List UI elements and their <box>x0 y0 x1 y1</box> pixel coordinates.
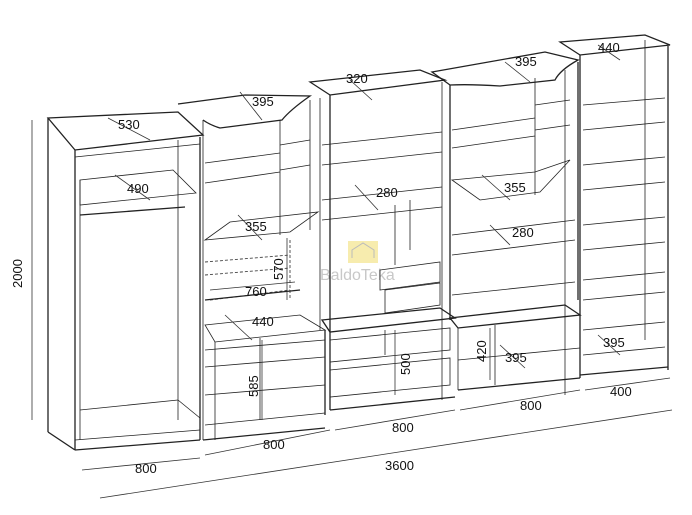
wardrobe-section <box>46 111 205 451</box>
label-tv-niche-width: 760 <box>245 284 267 299</box>
label-tv-lower-height: 585 <box>246 375 261 397</box>
label-tv-lower-depth: 440 <box>252 314 274 329</box>
dimension-lines <box>31 44 673 499</box>
narrow-section <box>558 34 671 378</box>
label-center-top: 320 <box>346 71 368 86</box>
label-total-width: 3600 <box>385 458 414 473</box>
label-right-lower-height: 420 <box>474 340 489 362</box>
label-total-height: 2000 <box>10 259 25 288</box>
label-right-top: 395 <box>515 54 537 69</box>
label-tv-top: 395 <box>252 94 274 109</box>
label-right-shelf-corner: 355 <box>504 180 526 195</box>
label-tv-width: 800 <box>263 437 285 452</box>
watermark-logo: BaldoTeka <box>320 241 395 284</box>
label-right-lower-depth: 395 <box>505 350 527 365</box>
label-narrow-lower-depth: 395 <box>603 335 625 350</box>
right-section <box>430 51 582 395</box>
label-center-drawer-height: 500 <box>398 353 413 375</box>
label-narrow-width: 400 <box>610 384 632 399</box>
label-center-width: 800 <box>392 420 414 435</box>
label-tv-shelf: 355 <box>245 219 267 234</box>
label-center-shelf: 280 <box>376 185 398 200</box>
dimension-labels: 2000 3600 800 530 490 395 355 570 760 44… <box>10 40 632 476</box>
watermark-text: BaldoTeka <box>320 267 395 284</box>
label-tv-niche-height: 570 <box>271 258 286 280</box>
label-right-shelf: 280 <box>512 225 534 240</box>
label-narrow-top: 440 <box>598 40 620 55</box>
label-wardrobe-top-depth: 530 <box>118 117 140 132</box>
label-wardrobe-shelf-depth: 490 <box>127 181 149 196</box>
center-section <box>308 69 457 411</box>
tv-section <box>177 94 327 441</box>
label-wardrobe-width: 800 <box>135 461 157 476</box>
label-right-width: 800 <box>520 398 542 413</box>
